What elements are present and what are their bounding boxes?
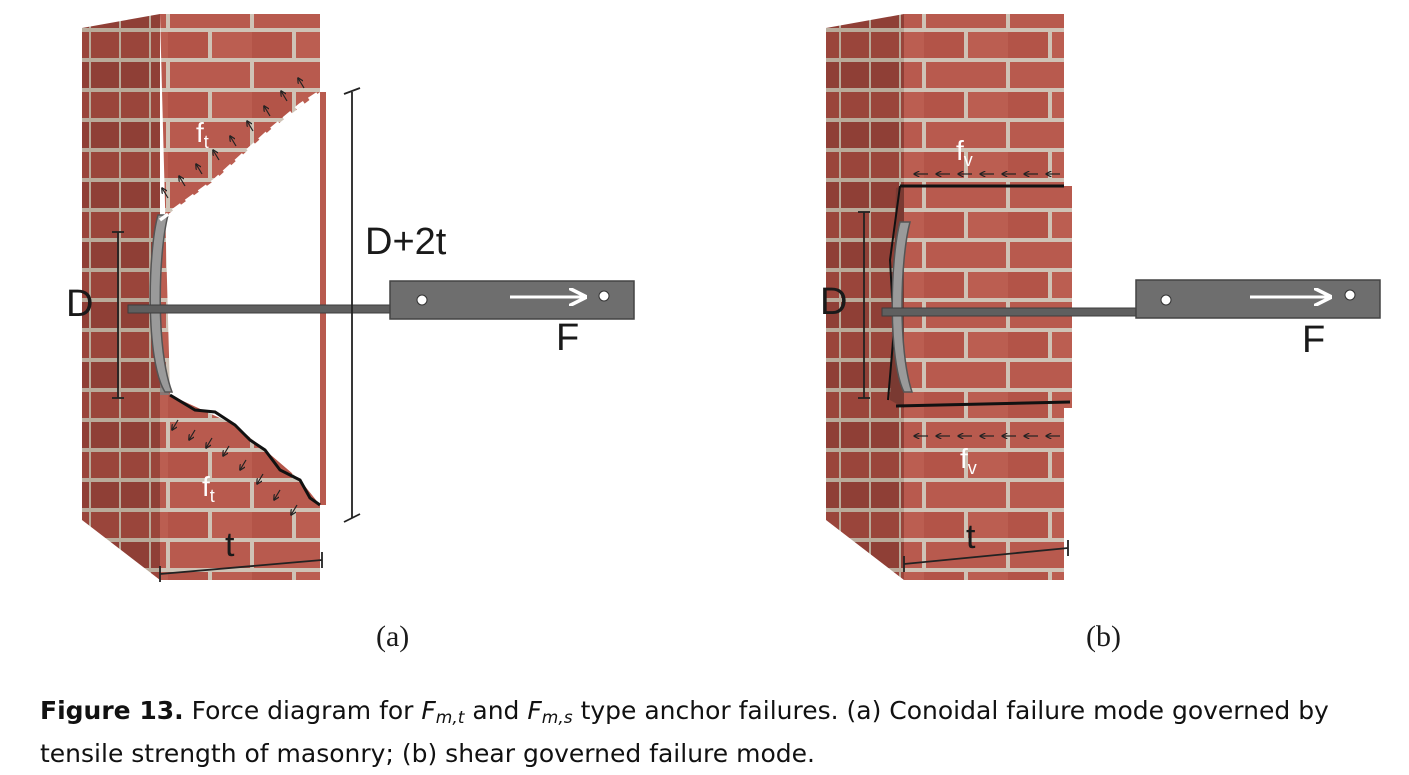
force-label-a: F <box>556 317 579 359</box>
dim-line-t-a <box>159 559 323 575</box>
angle-arc-a <box>219 179 232 209</box>
force-label-b: F <box>1302 319 1325 361</box>
dim-d-label-b: D <box>820 281 847 323</box>
dim-d2t-label-a: D+2t <box>365 221 447 263</box>
figure-caption: Figure 13. Force diagram for Fm,t and Fm… <box>40 693 1400 772</box>
wall-side-face-b <box>826 14 904 580</box>
caption-text-2: type anchor failures. (a) Conoidal failu… <box>40 696 1329 768</box>
figure-illustration: D D+2t t ft ft ≈ 45° F (a) <box>66 14 1381 653</box>
figure-label: Figure 13. <box>40 696 184 725</box>
panel-label-b: (b) <box>1086 620 1121 653</box>
panel-label-a: (a) <box>376 620 409 653</box>
panel-b-drawing: D t fv fv F (b) <box>820 14 1381 653</box>
tension-arrows-bottom-a <box>172 419 298 515</box>
anchor-plate-a <box>149 214 174 393</box>
stress-bottom-label-a: ft <box>202 471 215 506</box>
tension-arrows-top-a <box>162 78 305 199</box>
anchor-rod-a <box>127 304 391 314</box>
stress-top-label-b: fv <box>956 135 973 170</box>
wall-front-bottom-b <box>904 408 1064 580</box>
dim-t-label-b: t <box>966 518 976 556</box>
wall-front-top-b <box>904 14 1064 186</box>
crack-bottom-b <box>895 400 1071 408</box>
caption-text-and: and <box>472 696 520 725</box>
caption-var-2: Fm,s <box>527 696 573 728</box>
crack-bottom-a <box>169 393 321 507</box>
panel-a-drawing: D D+2t t ft ft ≈ 45° F (a) <box>66 14 635 653</box>
wall-front-face-a <box>160 14 320 580</box>
dim-line-t-b <box>903 547 1069 565</box>
angle-label-a: ≈ 45° <box>240 168 306 201</box>
pulled-block-b <box>904 186 1072 408</box>
anchor-bar-a <box>389 280 635 320</box>
caption-var-1: Fm,t <box>421 696 465 728</box>
wall-side-face-a <box>82 14 160 580</box>
stress-bottom-label-b: fv <box>960 443 977 478</box>
anchor-plate-b <box>891 221 914 393</box>
dim-t-label-a: t <box>225 526 235 564</box>
anchor-bar-b <box>1135 279 1381 319</box>
stress-top-label-a: ft <box>196 117 209 152</box>
caption-text-1: Force diagram for <box>191 696 414 725</box>
anchor-rod-b <box>881 307 1137 317</box>
dim-d-label-a: D <box>66 283 93 325</box>
